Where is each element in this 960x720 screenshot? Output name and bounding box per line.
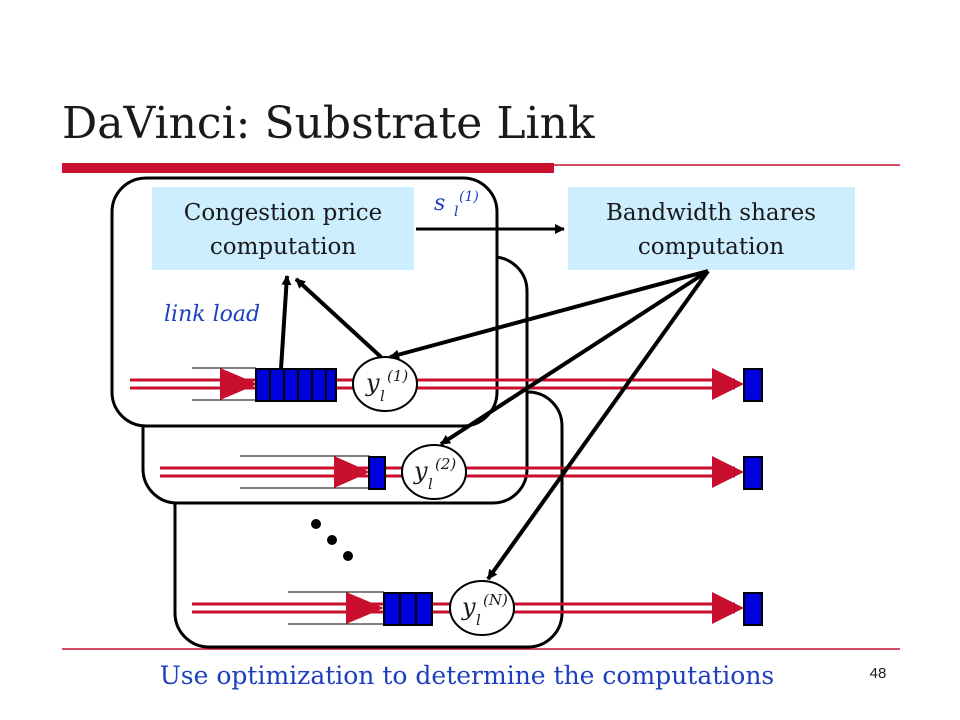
rown-queue — [383, 592, 433, 626]
title-underline-red — [62, 163, 554, 173]
y1-label-sub: l — [380, 387, 385, 405]
bandwidth-shares-label-2: computation — [638, 234, 784, 260]
y1-label-sup: (1) — [387, 367, 408, 385]
footer-caption: Use optimization to determine the comput… — [160, 661, 775, 690]
bandwidth-shares-label-1: Bandwidth shares — [606, 200, 816, 226]
bw-to-yn-arrow — [486, 269, 710, 581]
y1-to-congestion-arrow — [294, 277, 383, 359]
row2-destination-queue — [743, 456, 763, 490]
yn-label-sub: l — [476, 611, 481, 629]
rown-destination-queue — [743, 592, 763, 626]
page-number: 48 — [870, 665, 887, 682]
y1-label-base: y — [365, 369, 380, 397]
yn-label-sup: (N) — [483, 591, 508, 609]
s-label-base: s — [434, 191, 445, 216]
row1-queue — [255, 368, 337, 402]
y2-label-sup: (2) — [435, 455, 456, 473]
s-label-sup: (1) — [459, 189, 479, 205]
link-load-label: link load — [164, 302, 260, 327]
s-label: s — [434, 191, 445, 216]
y2-node — [401, 444, 467, 500]
ellipsis-dots — [311, 519, 353, 561]
yn-node — [449, 580, 515, 636]
yn-label-base: y — [461, 593, 476, 621]
row2-queue — [368, 456, 386, 490]
bw-to-y1-arrow — [389, 269, 709, 360]
link-load-arrow — [279, 275, 292, 370]
slide-title: DaVinci: Substrate Link — [62, 98, 595, 149]
congestion-price-label-2: computation — [210, 234, 356, 260]
bandwidth-shares-box — [568, 187, 855, 270]
row1-destination-queue — [743, 368, 763, 402]
congestion-price-label-1: Congestion price — [184, 200, 383, 226]
congestion-price-box — [152, 187, 414, 270]
s-label-sub: l — [454, 204, 458, 220]
y2-label-base: y — [413, 457, 428, 485]
row1-red-arrow — [130, 368, 744, 400]
y2-label-sub: l — [428, 475, 433, 493]
y1-node — [352, 356, 418, 412]
bw-to-y2-arrow — [439, 269, 710, 446]
